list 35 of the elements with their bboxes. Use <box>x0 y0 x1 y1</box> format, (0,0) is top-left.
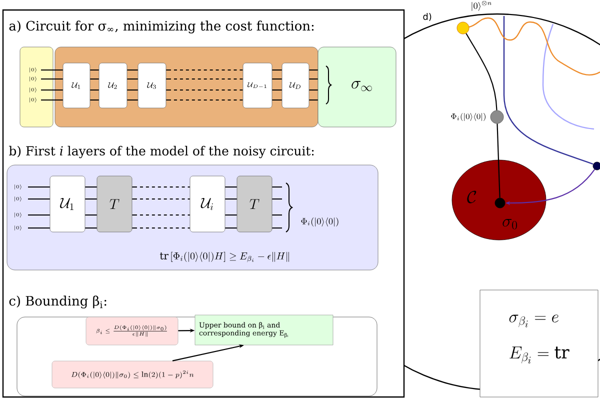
gate-box: $\mathcal{U}_3$ <box>138 62 166 108</box>
gate-box: $\mathcal{U}_{D-1}$ <box>242 62 272 108</box>
gate-box: $\mathcal{U}_1$ <box>50 176 86 232</box>
gate-box: $\mathcal{U}_2$ <box>98 62 128 108</box>
panel-heading: a) Circuit for σ$_{∞}$, minimizing the cost function: <box>9 20 314 34</box>
state-label: $|0\rangle$ <box>30 98 36 102</box>
gate-box: $\mathcal{U}_D$ <box>282 62 310 108</box>
state-label: $|0\rangle$ <box>14 226 22 230</box>
gate-box: $\mathcal{U}_i$ <box>190 176 226 232</box>
state-label: $|0\rangle^{\otimes n}$ <box>472 1 492 11</box>
panel-heading: b) First i layers of the model of the noisy circuit: <box>9 146 314 158</box>
state-label: $\Phi_i(|0\rangle\langle 0|)$ <box>451 113 486 121</box>
formula-box: $\beta_i \leq \frac{D(\Phi_i(|0\rangle\langle 0|)\|\sigma_0)}{\epsilon\|H\|}$ <box>86 316 178 346</box>
state-label: $|0\rangle$ <box>30 76 36 82</box>
formula: $\sigma_{\beta_i} = e$ <box>509 314 558 328</box>
formula: $E_{\beta_i} = \mathrm{tr}$ <box>510 346 570 364</box>
state-label: $|0\rangle$ <box>14 212 22 218</box>
formula-box: $D(\Phi_i(|0\rangle\langle 0|)\|\sigma_0) \leq \ln(2)(1-p)^{2i}n$ <box>52 360 214 388</box>
state-label: $\sigma_0$ <box>502 219 517 230</box>
state-dot <box>592 162 600 170</box>
noise-box: $T$ <box>96 176 132 232</box>
state-label: $|0\rangle$ <box>14 184 22 190</box>
connector-line <box>466 33 498 110</box>
connector-line <box>496 124 500 198</box>
noise-box: $T$ <box>236 176 272 232</box>
panel-heading: c) Bounding β$_{i}$: <box>9 296 106 308</box>
formula: $\sigma_\infty$ <box>352 81 372 92</box>
state-label: $|0\rangle$ <box>14 196 22 202</box>
gate-box: $\mathcal{U}_1$ <box>62 62 90 108</box>
state-label: $|0\rangle$ <box>30 68 36 72</box>
formula: $\Phi_i(|0\rangle\langle 0|)$ <box>301 218 338 226</box>
region-label: $\mathcal{C}$ <box>467 190 476 204</box>
formula: $\mathrm{tr}\left[\Phi_i(|0\rangle\langle 0|)H\right] \geq E_{\beta_i} - \epsilon\|H\|$ <box>160 252 289 262</box>
state-label: $|0\rangle$ <box>30 88 36 92</box>
panel-heading: d) <box>423 13 432 21</box>
